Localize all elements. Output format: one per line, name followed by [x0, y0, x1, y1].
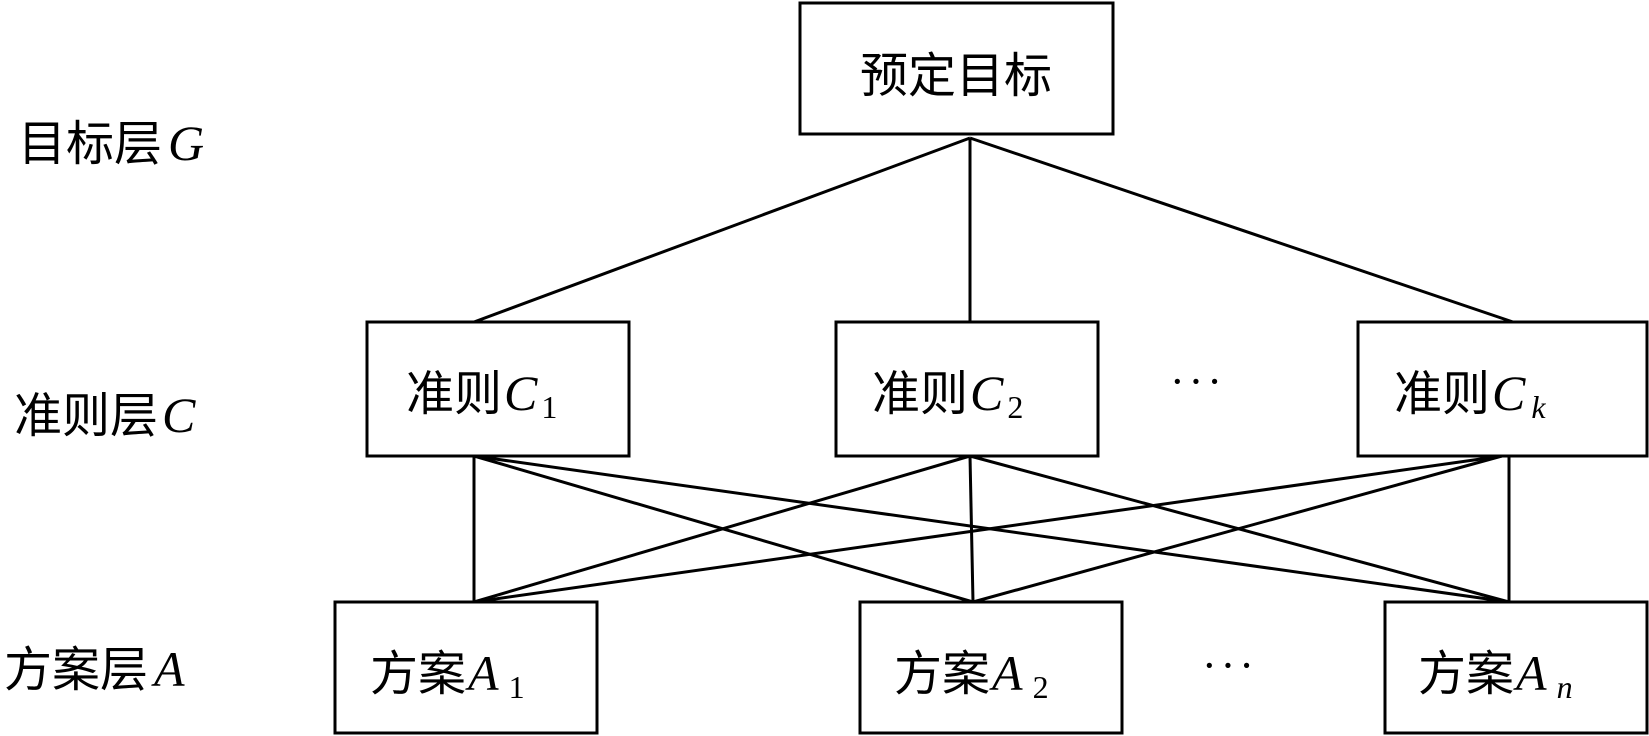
goal-node-label: 预定目标: [860, 48, 1052, 104]
alternatives-ellipsis: ···: [1202, 641, 1258, 690]
layer-label-criteria: 准则层C: [14, 387, 196, 444]
edge-ck-a1: [473, 454, 1503, 604]
edge-ck-a2: [972, 454, 1503, 604]
criteria-ellipsis: ···: [1170, 357, 1226, 406]
edge-goal-ck: [969, 136, 1514, 324]
edge-goal-c1: [473, 136, 971, 324]
goal-node: 预定目标: [798, 1, 1115, 136]
edge-c2-a2: [968, 455, 975, 603]
edge-c2-a1: [473, 454, 971, 604]
goal-criteria-edges: [473, 136, 1514, 324]
criteria-alternative-edges: [472, 454, 1511, 604]
